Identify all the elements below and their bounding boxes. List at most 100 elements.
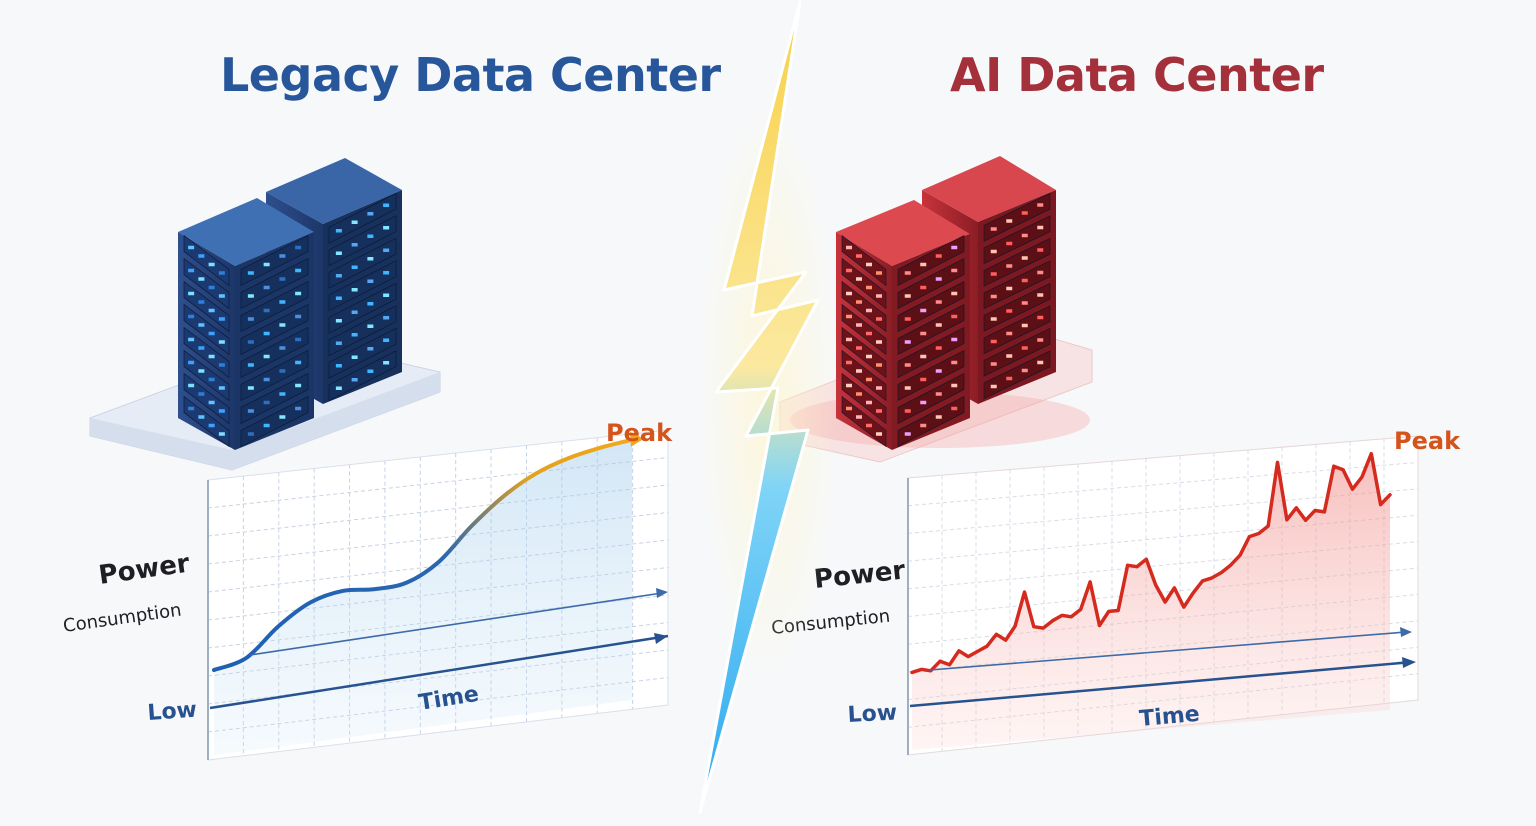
server-led [188,245,195,250]
server-led [1037,315,1044,320]
server-blade [841,349,887,402]
server-led [951,314,958,319]
server-led [198,300,205,304]
server-led [951,406,958,411]
server-led [866,285,872,290]
server-led [846,360,852,365]
server-led [866,423,872,428]
server-led [1037,248,1044,252]
server-led [935,254,942,258]
server-led [904,432,911,436]
server-led [279,369,286,373]
server-led [1006,354,1013,358]
server-led [279,254,286,258]
server-led [990,272,997,276]
server-led [951,268,958,273]
server-led [856,369,862,373]
server-led [188,268,195,273]
server-led [846,383,852,388]
legacy-power-curve [212,437,634,672]
server-led [1021,301,1028,305]
server-led [218,409,225,413]
server-blade [183,326,230,379]
server-blade [240,326,309,379]
server-led [856,415,862,419]
server-led [876,363,882,367]
server-led [383,203,390,207]
server-led [247,271,254,275]
server-led [856,300,862,304]
server-led [856,277,862,281]
server-led [295,268,302,273]
server-blade [897,303,965,356]
server-led [935,277,942,281]
server-blade [897,349,965,402]
legacy-time-axis [209,634,669,710]
server-led [383,271,390,275]
server-blade [183,303,230,356]
server-led [188,314,195,319]
ai-peak-label: Peak [1394,427,1461,455]
server-led [367,302,374,306]
ai-power-area [912,453,1390,750]
legacy-server-racks [178,158,402,450]
ai-panel: Power Consumption Low Peak Time [770,156,1461,756]
server-led [295,383,302,388]
server-led [383,316,390,320]
server-blade [328,192,397,244]
server-blade [240,372,309,425]
server-led [866,377,872,382]
server-led [1037,225,1044,230]
server-led [866,262,872,267]
server-led [1006,264,1013,268]
legacy-peak-label: Peak [606,419,673,447]
ai-time-axis-secondary [929,631,1407,671]
server-led [846,291,852,296]
ai-power-curve [910,451,1392,675]
server-led [904,340,911,344]
server-led [218,317,225,321]
server-led [263,354,270,359]
grid-line-horizontal [908,461,1418,507]
server-led [367,212,374,216]
server-blade [983,282,1051,332]
server-led [247,363,254,367]
server-blade [328,260,397,312]
legacy-ylabel-sub: Consumption [62,600,183,637]
server-blade [983,237,1051,287]
server-led [920,377,927,382]
server-blade [328,350,397,402]
server-led [263,423,270,428]
server-led [1037,360,1044,365]
server-blade [328,282,397,334]
server-led [208,354,215,359]
server-led [935,392,942,396]
server-led [1006,331,1013,336]
server-led [367,257,374,261]
grid-line-horizontal [908,488,1418,534]
server-led [188,360,195,365]
server-led [383,226,390,230]
server-led [208,331,215,336]
ai-panel-title: AI Data Center [950,48,1324,102]
server-blade [183,257,230,310]
server-led [335,341,342,345]
server-led [198,415,205,419]
server-led [1021,211,1028,215]
server-blade [240,280,309,333]
server-blade [328,327,397,379]
server-led [367,279,374,283]
legacy-panel: Power Consumption Low Peak Time [62,158,673,761]
server-led [218,432,225,436]
server-led [990,362,997,366]
ai-time-axis [909,660,1413,708]
server-led [876,409,882,413]
server-led [846,268,852,273]
server-led [856,346,862,350]
server-led [866,354,872,359]
server-led [263,377,270,382]
server-led [935,415,942,419]
server-led [247,386,254,390]
server-led [876,294,882,298]
server-led [951,360,958,365]
